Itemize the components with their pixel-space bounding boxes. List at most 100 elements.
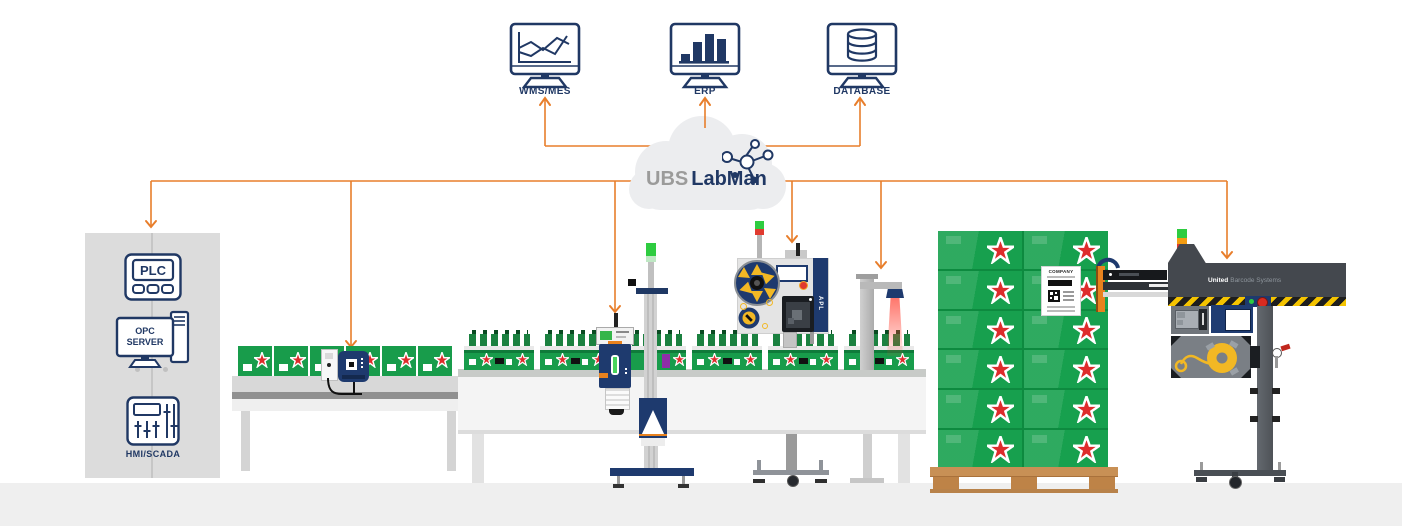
mast-crossbar bbox=[636, 288, 668, 294]
system-erp: ERP bbox=[665, 22, 745, 98]
arrow-down-apl-printer bbox=[786, 235, 798, 244]
apl-top-flag bbox=[796, 243, 800, 256]
scanner-arm bbox=[860, 282, 902, 289]
labeler-antenna bbox=[614, 313, 618, 327]
conveyor1-belt bbox=[232, 376, 460, 392]
mast-lower-pole bbox=[645, 446, 658, 468]
labeler-red-lever bbox=[1280, 343, 1291, 352]
system-label-erp: ERP bbox=[694, 86, 716, 97]
labeler-bolt-4 bbox=[1272, 416, 1280, 422]
pallet-box bbox=[1024, 310, 1108, 349]
product-box bbox=[382, 346, 416, 376]
line-chart-monitor-icon bbox=[509, 22, 581, 89]
mast-lower-housing bbox=[639, 398, 667, 438]
product-box bbox=[238, 346, 272, 376]
labeler-base-screw-left bbox=[1200, 462, 1203, 470]
apl-roller-2 bbox=[766, 299, 773, 306]
arrow-up-wms bbox=[539, 96, 551, 106]
apl-side-text: APL bbox=[817, 296, 823, 311]
conveyor1-frame bbox=[232, 399, 460, 411]
hmi-scada-icon bbox=[126, 396, 180, 446]
pallet-box bbox=[1024, 231, 1108, 269]
conveyor2-body bbox=[458, 377, 926, 430]
hmi-scada-label: HMI/SCADA bbox=[125, 449, 181, 459]
labeler-control-box bbox=[1171, 306, 1209, 334]
inkjet-cable bbox=[327, 378, 362, 395]
apl-pedestal-stub-left bbox=[757, 460, 761, 470]
labeler-column bbox=[1257, 306, 1273, 474]
scanner-beam bbox=[887, 298, 903, 356]
apl-supply-reel bbox=[734, 260, 780, 306]
system-database: DATABASE bbox=[822, 22, 902, 98]
mast-base-plate bbox=[610, 468, 694, 476]
bottle-crate bbox=[768, 330, 838, 370]
labeler-hmi-screen bbox=[1225, 309, 1251, 331]
apl-stack-light-green bbox=[755, 221, 764, 229]
labeler-bolt-1 bbox=[1250, 388, 1258, 394]
apl-caster bbox=[787, 475, 799, 487]
apl-side-panel: APL bbox=[813, 258, 828, 332]
labeler-applicator-head bbox=[605, 388, 630, 410]
factory-floor bbox=[0, 483, 1402, 526]
mast-foot-left bbox=[617, 476, 620, 484]
apl-print-module bbox=[782, 296, 814, 332]
arrow-down-mast-labeler bbox=[609, 305, 621, 314]
pallet-label-barcode bbox=[1048, 280, 1072, 286]
inkjet-controller bbox=[338, 351, 369, 382]
scanner-base bbox=[850, 478, 884, 483]
cabinet-handle-right bbox=[163, 367, 168, 372]
scanner-lower-pole bbox=[863, 434, 872, 478]
bottle-crate bbox=[844, 330, 914, 370]
plc-text: PLC bbox=[140, 263, 167, 278]
labeler-stack-light-orange bbox=[1177, 238, 1187, 244]
pallet-box bbox=[1024, 430, 1108, 468]
labeler-head-tip bbox=[609, 409, 624, 415]
apl-takeup-reel bbox=[738, 307, 760, 329]
apl-roller-3 bbox=[762, 323, 768, 329]
product-box bbox=[274, 346, 308, 376]
label-roll bbox=[1205, 340, 1239, 376]
bottle-crate bbox=[692, 330, 762, 370]
pallet-box bbox=[938, 270, 1022, 309]
apl-bracket bbox=[783, 332, 797, 348]
pallet-box bbox=[1024, 390, 1108, 429]
labeler-hmi-panel bbox=[1211, 305, 1253, 333]
arrow-down-pallet-labeler bbox=[1221, 251, 1233, 260]
labeler-foot-right bbox=[1274, 477, 1285, 482]
labeler-control-panel bbox=[596, 327, 634, 345]
brand-rest: Barcode Systems bbox=[1230, 277, 1282, 284]
labeler-stack-light-green bbox=[1177, 229, 1187, 238]
apl-pedestal-stub-right bbox=[819, 460, 823, 470]
crate-purple-mark bbox=[662, 354, 670, 368]
product-box bbox=[418, 346, 452, 376]
opc-text-line2: SERVER bbox=[127, 337, 164, 347]
pallet-shipping-label: COMPANY bbox=[1041, 266, 1081, 316]
cabinet-handle-left bbox=[135, 367, 140, 372]
pallet-box bbox=[938, 310, 1022, 349]
brand-labman: LabMan bbox=[691, 168, 767, 190]
pallet-box bbox=[1024, 350, 1108, 389]
database-monitor-icon bbox=[826, 22, 898, 89]
conveyor2-bottom-edge bbox=[458, 430, 926, 434]
pallet-label-header: COMPANY bbox=[1048, 269, 1074, 274]
labeler-foot-left bbox=[1196, 477, 1207, 482]
labeler-gauge-stem bbox=[1275, 356, 1278, 368]
scanner-post bbox=[860, 279, 874, 370]
pallet-stack bbox=[938, 231, 1108, 468]
apl-roller-1 bbox=[740, 303, 747, 310]
apl-foot-left bbox=[753, 479, 765, 483]
system-wms-mes: WMS/MES bbox=[505, 22, 585, 98]
mast-footpad-right bbox=[678, 484, 689, 488]
network-molecule-icon bbox=[722, 139, 774, 184]
labeler-bolt-3 bbox=[1250, 416, 1258, 422]
mast-stack-light-pole bbox=[648, 262, 654, 288]
conveyor2-leg-right bbox=[898, 434, 910, 483]
pallet-box bbox=[938, 231, 1022, 269]
labeler-base-screw-right bbox=[1278, 462, 1281, 470]
apl-pedestal-pole bbox=[786, 434, 797, 474]
